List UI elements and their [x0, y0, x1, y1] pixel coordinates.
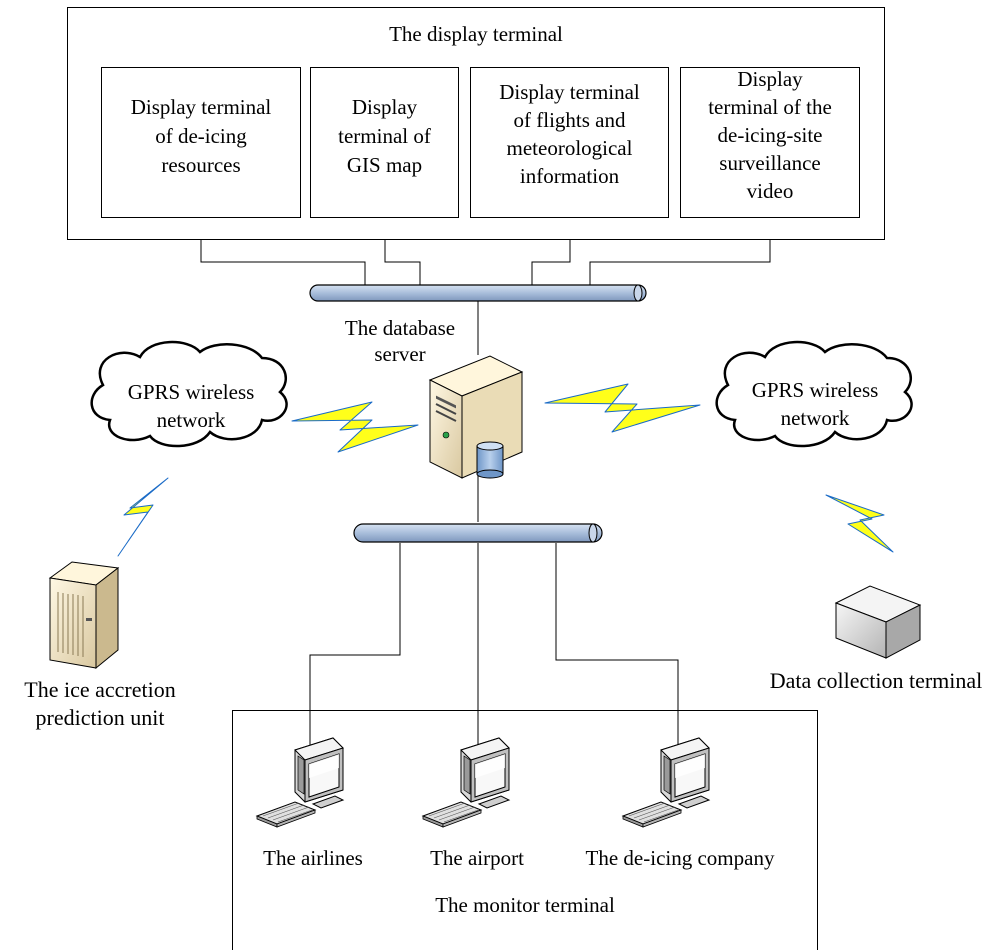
module-text: Display terminal	[130, 95, 272, 119]
lightning-left-ice-icon	[117, 477, 169, 557]
module-text: de-icing-site	[717, 123, 823, 147]
module-text: information	[519, 164, 620, 188]
ice-unit-label-1: The ice accretion	[24, 677, 176, 702]
gprs-cloud-left-icon	[90, 340, 288, 448]
module-text: Display	[351, 95, 418, 119]
module-surveillance-video: Display terminal of the de-icing-site su…	[680, 67, 860, 218]
database-server-label-1: The database	[344, 316, 456, 340]
module-text: Display terminal	[499, 80, 640, 104]
module-gis-map: Display terminal of GIS map	[310, 67, 459, 218]
monitor-terminal-panel: The monitor terminal	[232, 710, 818, 950]
gprs-right-label-2: network	[780, 406, 850, 430]
client-label-deicing-company: The de-icing company	[585, 846, 775, 870]
top-network-bus	[309, 284, 647, 302]
gprs-left-label-1: GPRS wireless	[127, 380, 255, 404]
module-text: Display	[737, 67, 803, 91]
module-text: terminal of	[338, 124, 431, 148]
gprs-left-label-2: network	[156, 408, 226, 432]
gprs-right-label-1: GPRS wireless	[751, 378, 879, 402]
module-text: resources	[161, 153, 241, 177]
data-collection-terminal-icon	[834, 585, 922, 659]
module-text: of de-icing	[155, 124, 247, 148]
lightning-right-data-icon	[825, 494, 894, 553]
module-deicing-resources: Display terminal of de-icing resources	[101, 67, 301, 218]
module-text: surveillance	[719, 151, 821, 175]
client-label-airlines: The airlines	[263, 846, 363, 870]
module-text: meteorological	[506, 136, 633, 160]
display-terminal-title: The display terminal	[389, 22, 563, 46]
module-text: of flights and	[513, 108, 626, 132]
bottom-network-bus	[353, 523, 603, 543]
monitor-connectors	[309, 543, 679, 745]
ice-unit-label-2: prediction unit	[35, 705, 165, 730]
module-text: GIS map	[346, 153, 423, 177]
module-flights-meteorological: Display terminal of flights and meteorol…	[470, 67, 669, 218]
module-text: video	[746, 179, 794, 203]
ice-prediction-unit-icon	[48, 561, 120, 670]
gprs-cloud-right-icon	[715, 340, 913, 448]
lightning-right-server-icon	[544, 383, 701, 433]
database-server-label-2: server	[374, 342, 426, 366]
lightning-left-server-icon	[291, 401, 419, 453]
database-server-icon	[428, 355, 524, 479]
data-collection-label: Data collection terminal	[769, 668, 983, 693]
monitor-terminal-title: The monitor terminal	[435, 893, 615, 917]
database-cylinder-icon	[476, 441, 504, 479]
client-label-airport: The airport	[430, 846, 524, 870]
module-text: terminal of the	[708, 95, 832, 119]
